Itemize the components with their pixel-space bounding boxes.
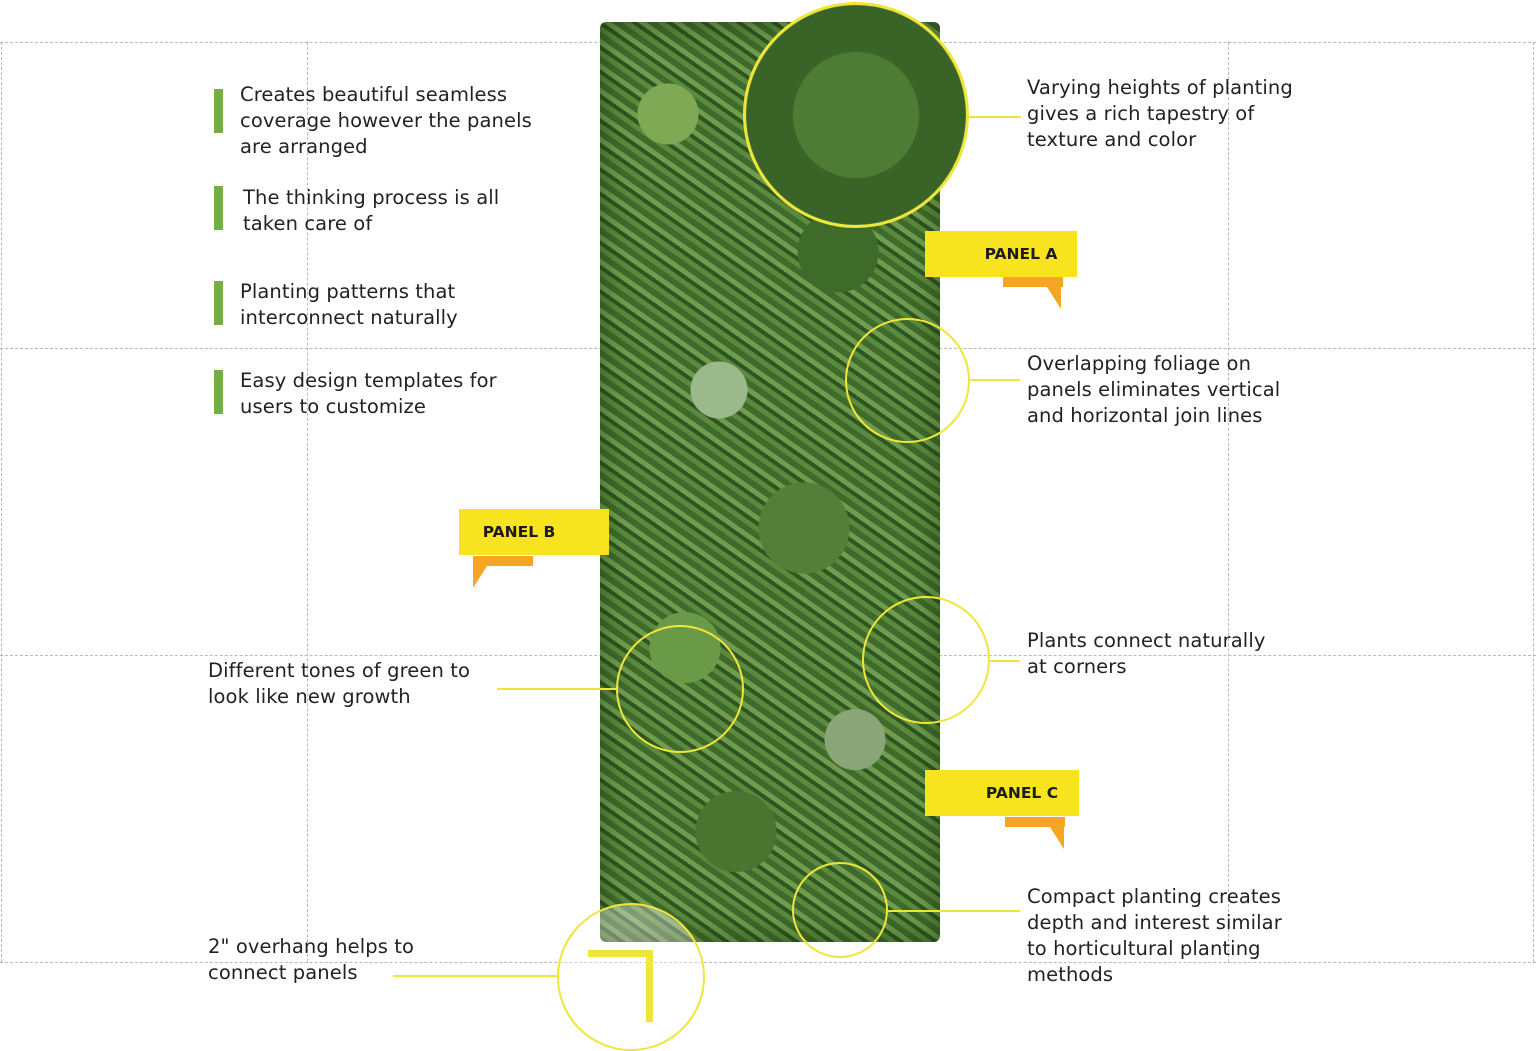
ribbon-tail: [1050, 827, 1064, 849]
callout-line: connect panels: [208, 961, 358, 984]
feature-1-line-1: Creates beautiful seamless: [240, 83, 508, 106]
callout-line: and horizontal join lines: [1027, 404, 1263, 427]
connector-overhang: [393, 975, 557, 977]
overhang-bracket-icon-vertical: [646, 950, 653, 1022]
feature-4-line-2: users to customize: [240, 395, 426, 418]
detail-circle-heights: [743, 2, 969, 228]
grid-line-left: [1, 42, 2, 962]
ribbon-fold: [473, 556, 533, 566]
callout-line: Overlapping foliage on: [1027, 352, 1252, 375]
panel-b-text: PANEL B: [482, 523, 556, 541]
ribbon-fold: [1005, 817, 1065, 827]
grid-line-right: [1533, 42, 1534, 962]
callout-heights: Varying heights of planting gives a rich…: [1027, 75, 1293, 153]
callout-line: depth and interest similar: [1027, 911, 1282, 934]
callout-line: texture and color: [1027, 128, 1197, 151]
detail-circle-tones: [616, 625, 744, 753]
feature-2-line-1: The thinking process is all: [243, 186, 500, 209]
feature-4-line-1: Easy design templates for: [240, 369, 497, 392]
callout-line: methods: [1027, 963, 1114, 986]
feature-text-3: Planting patterns that interconnect natu…: [240, 279, 458, 331]
bullet-marker: [214, 370, 223, 414]
callout-line: at corners: [1027, 655, 1127, 678]
panel-a-label: PANEL A: [925, 231, 1077, 277]
overhang-bracket-icon: [588, 950, 652, 957]
feature-text-4: Easy design templates for users to custo…: [240, 368, 497, 420]
connector-overlap: [970, 379, 1020, 381]
bullet-marker: [214, 186, 223, 230]
callout-overlap: Overlapping foliage on panels eliminates…: [1027, 351, 1280, 429]
feature-1-line-3: are arranged: [240, 135, 368, 158]
ribbon-tail: [1047, 287, 1061, 309]
panel-c-text: PANEL C: [985, 784, 1059, 802]
ribbon-fold: [1003, 277, 1063, 287]
grid-line-col-2: [1228, 42, 1229, 962]
grid-line-bottom: [0, 962, 1536, 963]
detail-circle-overhang: [557, 903, 705, 1051]
feature-3-line-2: interconnect naturally: [240, 306, 458, 329]
detail-circle-overlap: [845, 318, 970, 443]
bullet-marker: [214, 89, 223, 133]
callout-compact: Compact planting creates depth and inter…: [1027, 884, 1282, 988]
panel-a-text: PANEL A: [984, 245, 1058, 263]
feature-2-line-2: taken care of: [243, 212, 373, 235]
panel-b-label: PANEL B: [459, 509, 609, 555]
feature-3-line-1: Planting patterns that: [240, 280, 456, 303]
callout-line: panels eliminates vertical: [1027, 378, 1281, 401]
detail-circle-corners: [862, 596, 990, 724]
callout-line: gives a rich tapestry of: [1027, 102, 1255, 125]
connector-tones: [497, 688, 616, 690]
callout-line: Compact planting creates: [1027, 885, 1281, 908]
callout-corners: Plants connect naturally at corners: [1027, 628, 1265, 680]
callout-line: 2" overhang helps to: [208, 935, 415, 958]
grid-line-col-1: [307, 42, 308, 962]
callout-line: Varying heights of planting: [1027, 76, 1293, 99]
callout-line: to horticultural planting: [1027, 937, 1261, 960]
callout-overhang: 2" overhang helps to connect panels: [208, 934, 414, 986]
ribbon-tail: [473, 566, 487, 588]
connector-corners: [990, 660, 1020, 662]
feature-text-1: Creates beautiful seamless coverage howe…: [240, 82, 532, 160]
feature-1-line-2: coverage however the panels: [240, 109, 532, 132]
connector-heights: [969, 116, 1021, 118]
detail-circle-compact: [792, 862, 888, 958]
bullet-marker: [214, 281, 223, 325]
callout-tones: Different tones of green to look like ne…: [208, 658, 470, 710]
callout-line: Plants connect naturally: [1027, 629, 1266, 652]
connector-compact: [888, 910, 1020, 912]
feature-text-2: The thinking process is all taken care o…: [243, 185, 499, 237]
callout-line: Different tones of green to: [208, 659, 471, 682]
callout-line: look like new growth: [208, 685, 411, 708]
panel-c-label: PANEL C: [925, 770, 1079, 816]
